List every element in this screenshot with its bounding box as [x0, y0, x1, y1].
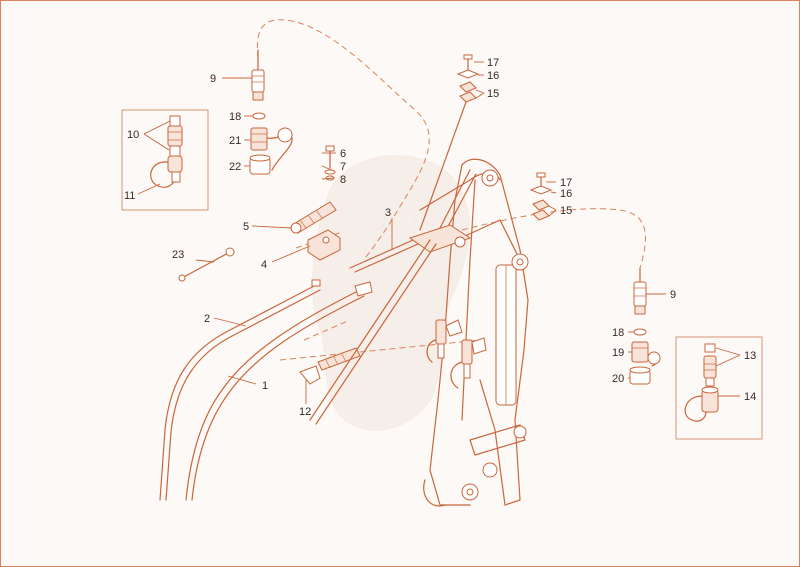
callout-12: 12: [299, 406, 311, 418]
callout-20: 20: [612, 373, 624, 385]
callout-8: 8: [340, 174, 346, 186]
callout-21: 21: [229, 135, 241, 147]
inset-quick-coupler-right: [675, 336, 763, 440]
callout-22: 22: [229, 161, 241, 173]
callout-10: 10: [127, 129, 139, 141]
callout-9-right: 9: [670, 289, 676, 301]
callout-11: 11: [124, 190, 135, 202]
callout-14: 14: [744, 391, 756, 403]
excavator-boom: [309, 158, 529, 507]
callout-leaders: [137, 61, 741, 404]
callout-16-lower: 16: [560, 188, 572, 200]
inset-quick-coupler-left: [121, 109, 209, 211]
callout-23: 23: [172, 249, 184, 261]
callout-5: 5: [243, 221, 249, 233]
callout-13: 13: [744, 350, 756, 362]
bolt-stack-6-7-8: [324, 145, 336, 181]
right-fitting-stack: [629, 267, 661, 385]
callout-19: 19: [612, 347, 624, 359]
clamp-parts-lower: [529, 172, 553, 221]
callout-18: 18: [229, 111, 241, 123]
hoses-1-2: [159, 279, 373, 501]
callout-7: 7: [340, 161, 346, 173]
callout-16-upper: 16: [487, 70, 499, 82]
callout-4: 4: [261, 259, 267, 271]
callout-labels: 9 18 21 22 10 11 6 7 8 5 4 23 2 1 12 3 1…: [124, 57, 756, 418]
callout-17-lower: 17: [560, 177, 572, 189]
callout-15-lower: 15: [560, 205, 572, 217]
watermark-logo: [312, 155, 470, 431]
hose-fitting-12: [299, 347, 361, 385]
callout-3: 3: [385, 207, 391, 219]
callout-15-upper: 15: [487, 88, 499, 100]
callout-18-right: 18: [612, 327, 624, 339]
callout-6: 6: [340, 148, 346, 160]
valve-block: [290, 201, 341, 261]
callout-2: 2: [204, 313, 210, 325]
callout-17-upper: 17: [487, 57, 499, 69]
rod-part-23: [178, 247, 235, 282]
boom-couplers: [426, 319, 487, 389]
top-fitting-stack: [249, 49, 293, 175]
callout-9: 9: [210, 73, 216, 85]
callout-1: 1: [262, 380, 268, 392]
